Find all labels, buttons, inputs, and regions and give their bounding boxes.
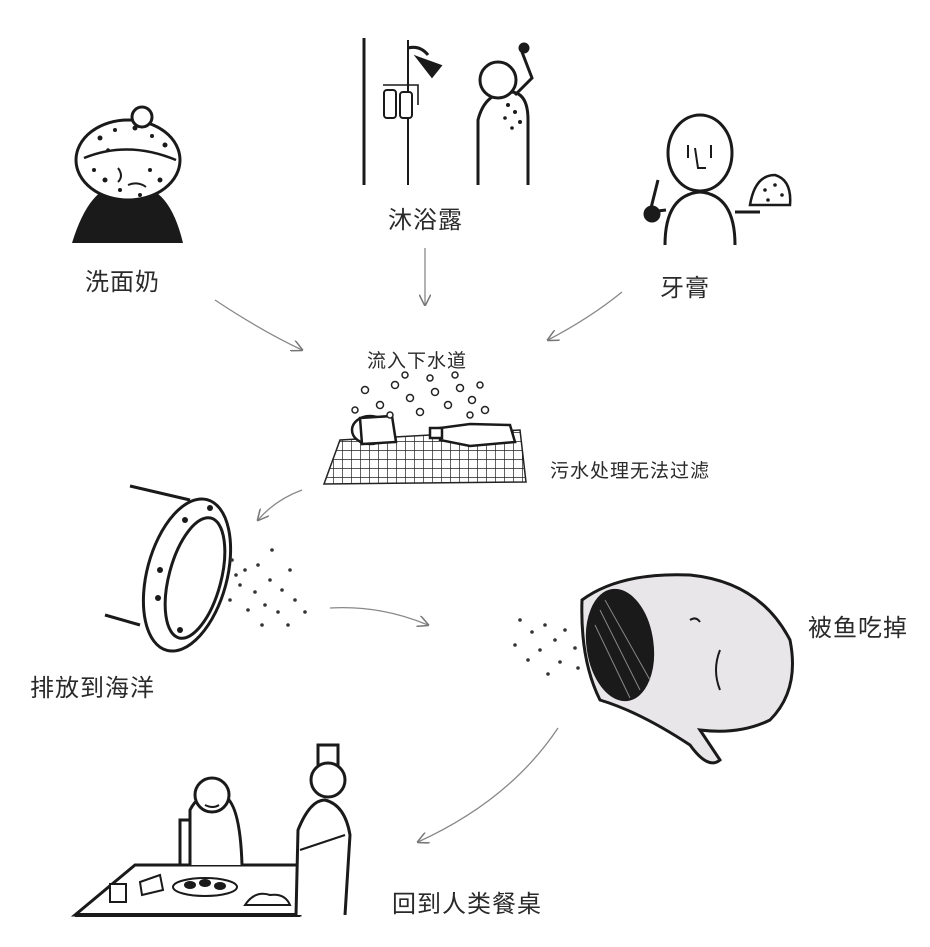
arrow-face-to-drain bbox=[214, 299, 302, 350]
toothpaste-person-illustration bbox=[643, 113, 792, 246]
drain-grate-illustration bbox=[322, 371, 527, 485]
outfall-pipe-illustration bbox=[104, 484, 233, 653]
shower-person-illustration bbox=[362, 38, 534, 185]
fish-particles bbox=[513, 618, 580, 676]
drain-label: 流入下水道 bbox=[367, 350, 468, 372]
arrow-paste-to-drain bbox=[548, 291, 623, 340]
body-wash-label: 沐浴露 bbox=[388, 206, 463, 234]
face-wash-label: 洗面奶 bbox=[85, 268, 160, 296]
flow-arrows bbox=[214, 248, 623, 842]
table-label: 回到人类餐桌 bbox=[392, 890, 542, 918]
fish-label: 被鱼吃掉 bbox=[808, 614, 908, 642]
arrow-pipe-to-fish bbox=[329, 606, 428, 625]
face-wash-person-illustration bbox=[72, 105, 183, 243]
arrow-drain-to-pipe bbox=[258, 489, 303, 520]
dining-table-illustration bbox=[70, 743, 352, 917]
ocean-label: 排放到海洋 bbox=[30, 674, 155, 702]
arrow-fish-to-table bbox=[418, 727, 559, 842]
fish-illustration bbox=[580, 573, 794, 765]
filter-fail-label: 污水处理无法过滤 bbox=[550, 460, 711, 482]
ocean-particles bbox=[228, 548, 307, 627]
toothpaste-label: 牙膏 bbox=[660, 274, 710, 302]
